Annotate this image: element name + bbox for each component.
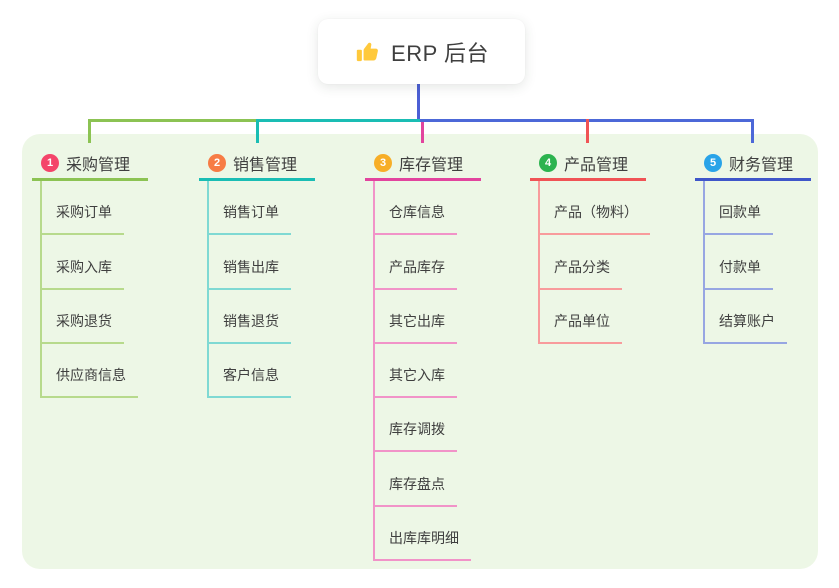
child-node[interactable]: 供应商信息 <box>40 365 138 399</box>
child-row: 回款单 <box>703 181 787 236</box>
child-row: 产品分类 <box>538 235 650 290</box>
branch-number-badge: 1 <box>41 154 59 172</box>
child-node[interactable]: 产品单位 <box>538 311 622 344</box>
branch-children: 销售订单 销售出库 销售退货 客户信息 <box>207 181 291 399</box>
child-row: 销售订单 <box>207 181 291 236</box>
bus-segment-left <box>88 119 257 122</box>
branch: 1 采购管理 采购订单 采购入库 采购退货 供应商信息 <box>32 134 148 399</box>
child-row: 结算账户 <box>703 290 787 344</box>
root-connector-line <box>417 84 420 121</box>
child-row: 产品（物料） <box>538 181 650 236</box>
child-node[interactable]: 回款单 <box>703 202 773 236</box>
child-row: 供应商信息 <box>40 344 138 399</box>
branch: 2 销售管理 销售订单 销售出库 销售退货 客户信息 <box>199 134 315 399</box>
drop-branch-4 <box>586 119 589 143</box>
child-node[interactable]: 产品（物料） <box>538 202 650 236</box>
child-row: 库存调拨 <box>373 398 471 453</box>
drop-branch-2 <box>256 119 259 143</box>
branch-label: 产品管理 <box>564 157 629 174</box>
branch-number-badge: 2 <box>208 154 226 172</box>
child-row: 其它入库 <box>373 344 471 399</box>
child-row: 销售出库 <box>207 235 291 290</box>
child-row: 库存盘点 <box>373 452 471 507</box>
child-row: 采购退货 <box>40 290 138 344</box>
branch-children: 回款单 付款单 结算账户 <box>703 181 787 344</box>
child-row: 采购订单 <box>40 181 138 236</box>
branch-header[interactable]: 1 采购管理 <box>32 134 148 181</box>
child-row: 产品单位 <box>538 290 650 344</box>
child-row: 销售退货 <box>207 290 291 344</box>
child-node[interactable]: 产品分类 <box>538 257 622 290</box>
drop-branch-3 <box>421 122 424 143</box>
child-node[interactable]: 采购退货 <box>40 311 124 344</box>
child-row: 仓库信息 <box>373 181 471 236</box>
branch-number-badge: 4 <box>539 154 557 172</box>
branch: 4 产品管理 产品（物料） 产品分类 产品单位 <box>530 134 650 344</box>
branch-header[interactable]: 3 库存管理 <box>365 134 481 181</box>
drop-branch-5 <box>751 119 754 143</box>
child-node[interactable]: 其它出库 <box>373 311 457 344</box>
child-row: 客户信息 <box>207 344 291 399</box>
child-node[interactable]: 客户信息 <box>207 365 291 399</box>
drop-branch-1 <box>88 119 91 143</box>
thumbs-up-icon <box>354 38 381 65</box>
child-node[interactable]: 仓库信息 <box>373 202 457 236</box>
child-row: 付款单 <box>703 235 787 290</box>
root-node-label: ERP 后台 <box>391 40 489 66</box>
child-node[interactable]: 出库库明细 <box>373 528 471 562</box>
branch: 5 财务管理 回款单 付款单 结算账户 <box>695 134 811 344</box>
branch-label: 采购管理 <box>66 157 131 174</box>
branch-header[interactable]: 4 产品管理 <box>530 134 646 181</box>
branches-panel <box>22 134 818 569</box>
branch-children: 仓库信息 产品库存 其它出库 其它入库 库存调拨 库存盘点 出库库明细 <box>373 181 471 562</box>
child-node[interactable]: 库存调拨 <box>373 419 457 453</box>
child-node[interactable]: 结算账户 <box>703 311 787 344</box>
branch-number-badge: 3 <box>374 154 392 172</box>
child-node[interactable]: 付款单 <box>703 257 773 290</box>
branch-number-badge: 5 <box>704 154 722 172</box>
child-node[interactable]: 销售出库 <box>207 257 291 290</box>
child-row: 其它出库 <box>373 290 471 344</box>
branch-label: 销售管理 <box>233 157 298 174</box>
child-node[interactable]: 采购入库 <box>40 257 124 290</box>
child-row: 出库库明细 <box>373 507 471 562</box>
child-node[interactable]: 采购订单 <box>40 202 124 236</box>
branch-children: 采购订单 采购入库 采购退货 供应商信息 <box>40 181 138 399</box>
branch-children: 产品（物料） 产品分类 产品单位 <box>538 181 650 344</box>
child-row: 产品库存 <box>373 235 471 290</box>
branch-header[interactable]: 5 财务管理 <box>695 134 811 181</box>
branch-header[interactable]: 2 销售管理 <box>199 134 315 181</box>
child-node[interactable]: 销售订单 <box>207 202 291 236</box>
child-row: 采购入库 <box>40 235 138 290</box>
child-node[interactable]: 其它入库 <box>373 365 457 399</box>
bus-segment-middle <box>257 119 420 122</box>
branch-label: 库存管理 <box>399 157 464 174</box>
root-node[interactable]: ERP 后台 <box>318 19 525 84</box>
child-node[interactable]: 产品库存 <box>373 257 457 290</box>
branch: 3 库存管理 仓库信息 产品库存 其它出库 其它入库 库存调拨 库存盘点 出库库… <box>365 134 481 562</box>
child-node[interactable]: 库存盘点 <box>373 474 457 507</box>
child-node[interactable]: 销售退货 <box>207 311 291 344</box>
branch-label: 财务管理 <box>729 157 794 174</box>
